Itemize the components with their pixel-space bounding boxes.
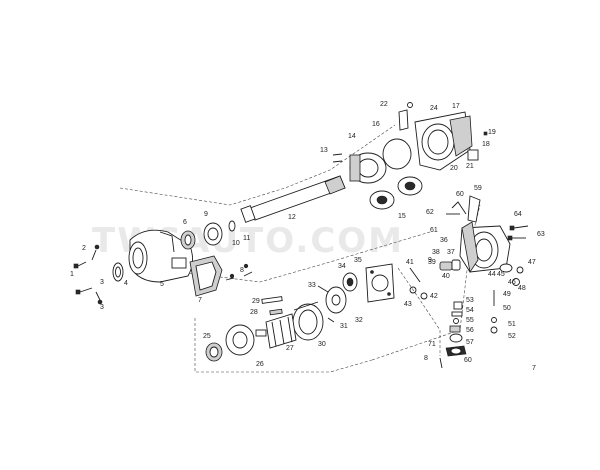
part-label-p47: 47 [528,259,536,266]
part-label-p64: 64 [514,211,522,218]
part-label-p10: 10 [232,240,240,247]
part-label-p62: 62 [426,209,434,216]
part-label-p3b: 3 [100,304,104,311]
part-label-p37: 37 [447,249,455,256]
part-label-p27: 27 [286,345,294,352]
hammer-case-part-17 [414,111,473,171]
part-label-p24: 24 [430,105,438,112]
part-label-p49: 49 [503,291,511,298]
part-label-p48: 48 [518,285,526,292]
part-label-p17: 17 [452,103,460,110]
bolts-parts-63-64 [507,225,529,241]
part-label-p61: 61 [430,227,438,234]
part-label-p57: 57 [466,339,474,346]
part-label-p42: 42 [430,293,438,300]
part-label-p54: 54 [466,307,474,314]
part-label-p55: 55 [466,317,474,324]
part-label-p9b: 9 [428,257,432,264]
part-label-p38: 38 [432,249,440,256]
front-housing-part-5 [128,229,193,283]
motor-housing-part-36 [459,221,511,274]
part-label-p1: 1 [70,271,74,278]
part-label-p16: 16 [372,121,380,128]
part-label-p26: 26 [256,361,264,368]
bearing-and-plate-32-34 [325,272,358,314]
part-label-p50: 50 [503,305,511,312]
part-label-p15: 15 [398,213,406,220]
part-label-p63: 63 [537,231,545,238]
regulator-parts-49-57 [449,290,498,343]
part-label-p29: 29 [252,298,260,305]
part-label-p28: 28 [250,309,258,316]
valve-parts-37-43 [409,259,461,300]
throttle-parts-59-62 [446,195,481,223]
part-label-p31: 31 [340,323,348,330]
trigger-parts-60-71 [439,345,467,369]
part-label-p46: 46 [508,279,516,286]
part-label-p2: 2 [82,245,86,252]
part-label-p5: 5 [160,281,164,288]
part-label-p7b: 7 [532,365,536,372]
part-label-p20: 20 [450,165,458,172]
front-plate-and-bearing-25-26 [205,324,255,362]
part-label-p7: 7 [198,297,202,304]
part-label-p52: 52 [508,333,516,340]
part-label-p13: 13 [320,147,328,154]
part-label-p53: 53 [466,297,474,304]
part-label-p59: 59 [474,185,482,192]
bolts-parts-1-2-3 [73,244,103,305]
part-label-p36: 36 [440,237,448,244]
cylinder-part-30 [292,301,324,341]
part-label-p44: 44 [488,271,496,278]
part-label-p39: 39 [428,259,436,266]
part-label-p71: 71 [428,341,436,348]
part-label-p60b: 60 [464,357,472,364]
part-label-p34: 34 [338,263,346,270]
part-label-p40: 40 [442,273,450,280]
parts-46-48 [499,263,524,286]
part-label-p8b: 8 [424,355,428,362]
part-label-p43: 43 [404,301,412,308]
part-label-p22: 22 [380,101,388,108]
part-label-p25: 25 [203,333,211,340]
part-label-p14: 14 [348,133,356,140]
rotor-part-27 [255,313,297,349]
part-label-p30: 30 [318,341,326,348]
part-label-p51: 51 [508,321,516,328]
hammer-cage-part-14 [332,152,387,184]
rotor-vanes-28-29 [261,296,283,316]
anvil-shaft-part-12 [240,175,346,223]
part-label-p11: 11 [243,235,250,242]
part-label-p33: 33 [308,282,316,289]
part-label-p3a: 3 [100,279,104,286]
part-label-p45: 45 [497,271,505,278]
part-label-p21: 21 [466,163,474,170]
part-label-p18: 18 [482,141,490,148]
part-label-p35: 35 [354,257,362,264]
pins-13-31-33 [225,263,335,323]
cover-plate-part-7 [189,255,223,297]
end-plate-part-35 [365,263,395,303]
part-label-p12: 12 [288,214,296,221]
small-parts-18-22 [398,102,488,161]
part-label-p4: 4 [124,280,128,287]
part-label-p8a: 8 [240,267,244,274]
part-label-p56: 56 [466,327,474,334]
washer-parts-4-6-9 [112,220,236,282]
hammers-part-15 [369,176,423,210]
part-label-p32: 32 [355,317,363,324]
part-label-p9a: 9 [204,211,208,218]
o-ring-part-16 [382,138,412,170]
part-label-p19: 19 [488,129,496,136]
part-label-p60a: 60 [456,191,464,198]
part-label-p41: 41 [406,259,414,266]
part-label-p6: 6 [183,219,187,226]
